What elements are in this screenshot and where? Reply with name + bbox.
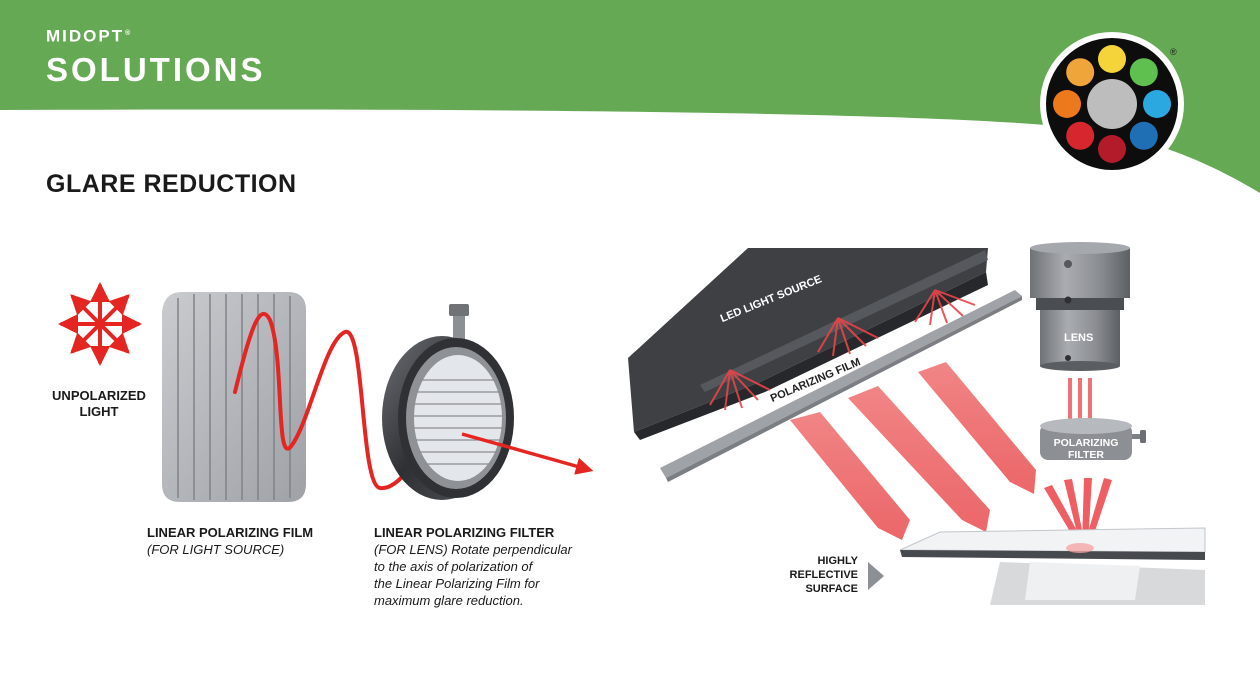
logo-swatch xyxy=(1098,45,1126,73)
logo-swatch xyxy=(1066,58,1094,86)
reflective-surface xyxy=(900,528,1205,605)
logo-swatch xyxy=(1098,135,1126,163)
polarizing-film-sheet xyxy=(162,292,306,502)
color-wheel-logo: ® xyxy=(1040,32,1184,176)
logo-center xyxy=(1087,79,1137,129)
filter-description-2: to the axis of polarization of xyxy=(374,558,572,575)
filter-description-4: maximum glare reduction. xyxy=(374,592,572,609)
logo-swatch xyxy=(1130,122,1158,150)
lens-label: LENS xyxy=(1064,330,1093,346)
reflective-surface-label: HIGHLY REFLECTIVE SURFACE xyxy=(760,554,858,596)
unpolarized-light-label: UNPOLARIZED LIGHT xyxy=(36,388,162,420)
film-sublabel: (FOR LIGHT SOURCE) xyxy=(147,541,313,558)
filter-description-1: (FOR LENS) Rotate perpendicular xyxy=(374,541,572,558)
linear-polarizing-filter-label: LINEAR POLARIZING FILTER (FOR LENS) Rota… xyxy=(374,525,572,609)
polarizing-filter-ring xyxy=(382,304,514,500)
logo-swatch xyxy=(1130,58,1158,86)
lens-beams xyxy=(1068,378,1092,424)
logo-swatch xyxy=(1143,90,1171,118)
unpolarized-light-icon xyxy=(62,286,138,362)
linear-polarizing-film-label: LINEAR POLARIZING FILM (FOR LIGHT SOURCE… xyxy=(147,525,313,558)
filter-description-3: the Linear Polarizing Film for xyxy=(374,575,572,592)
logo-registered-mark: ® xyxy=(1170,47,1177,57)
camera-lens xyxy=(1030,242,1130,371)
polarizing-filter-label: POLARIZING FILTER xyxy=(1040,437,1132,461)
logo-swatch xyxy=(1053,90,1081,118)
logo-swatch xyxy=(1066,122,1094,150)
surface-pointer xyxy=(868,562,884,590)
